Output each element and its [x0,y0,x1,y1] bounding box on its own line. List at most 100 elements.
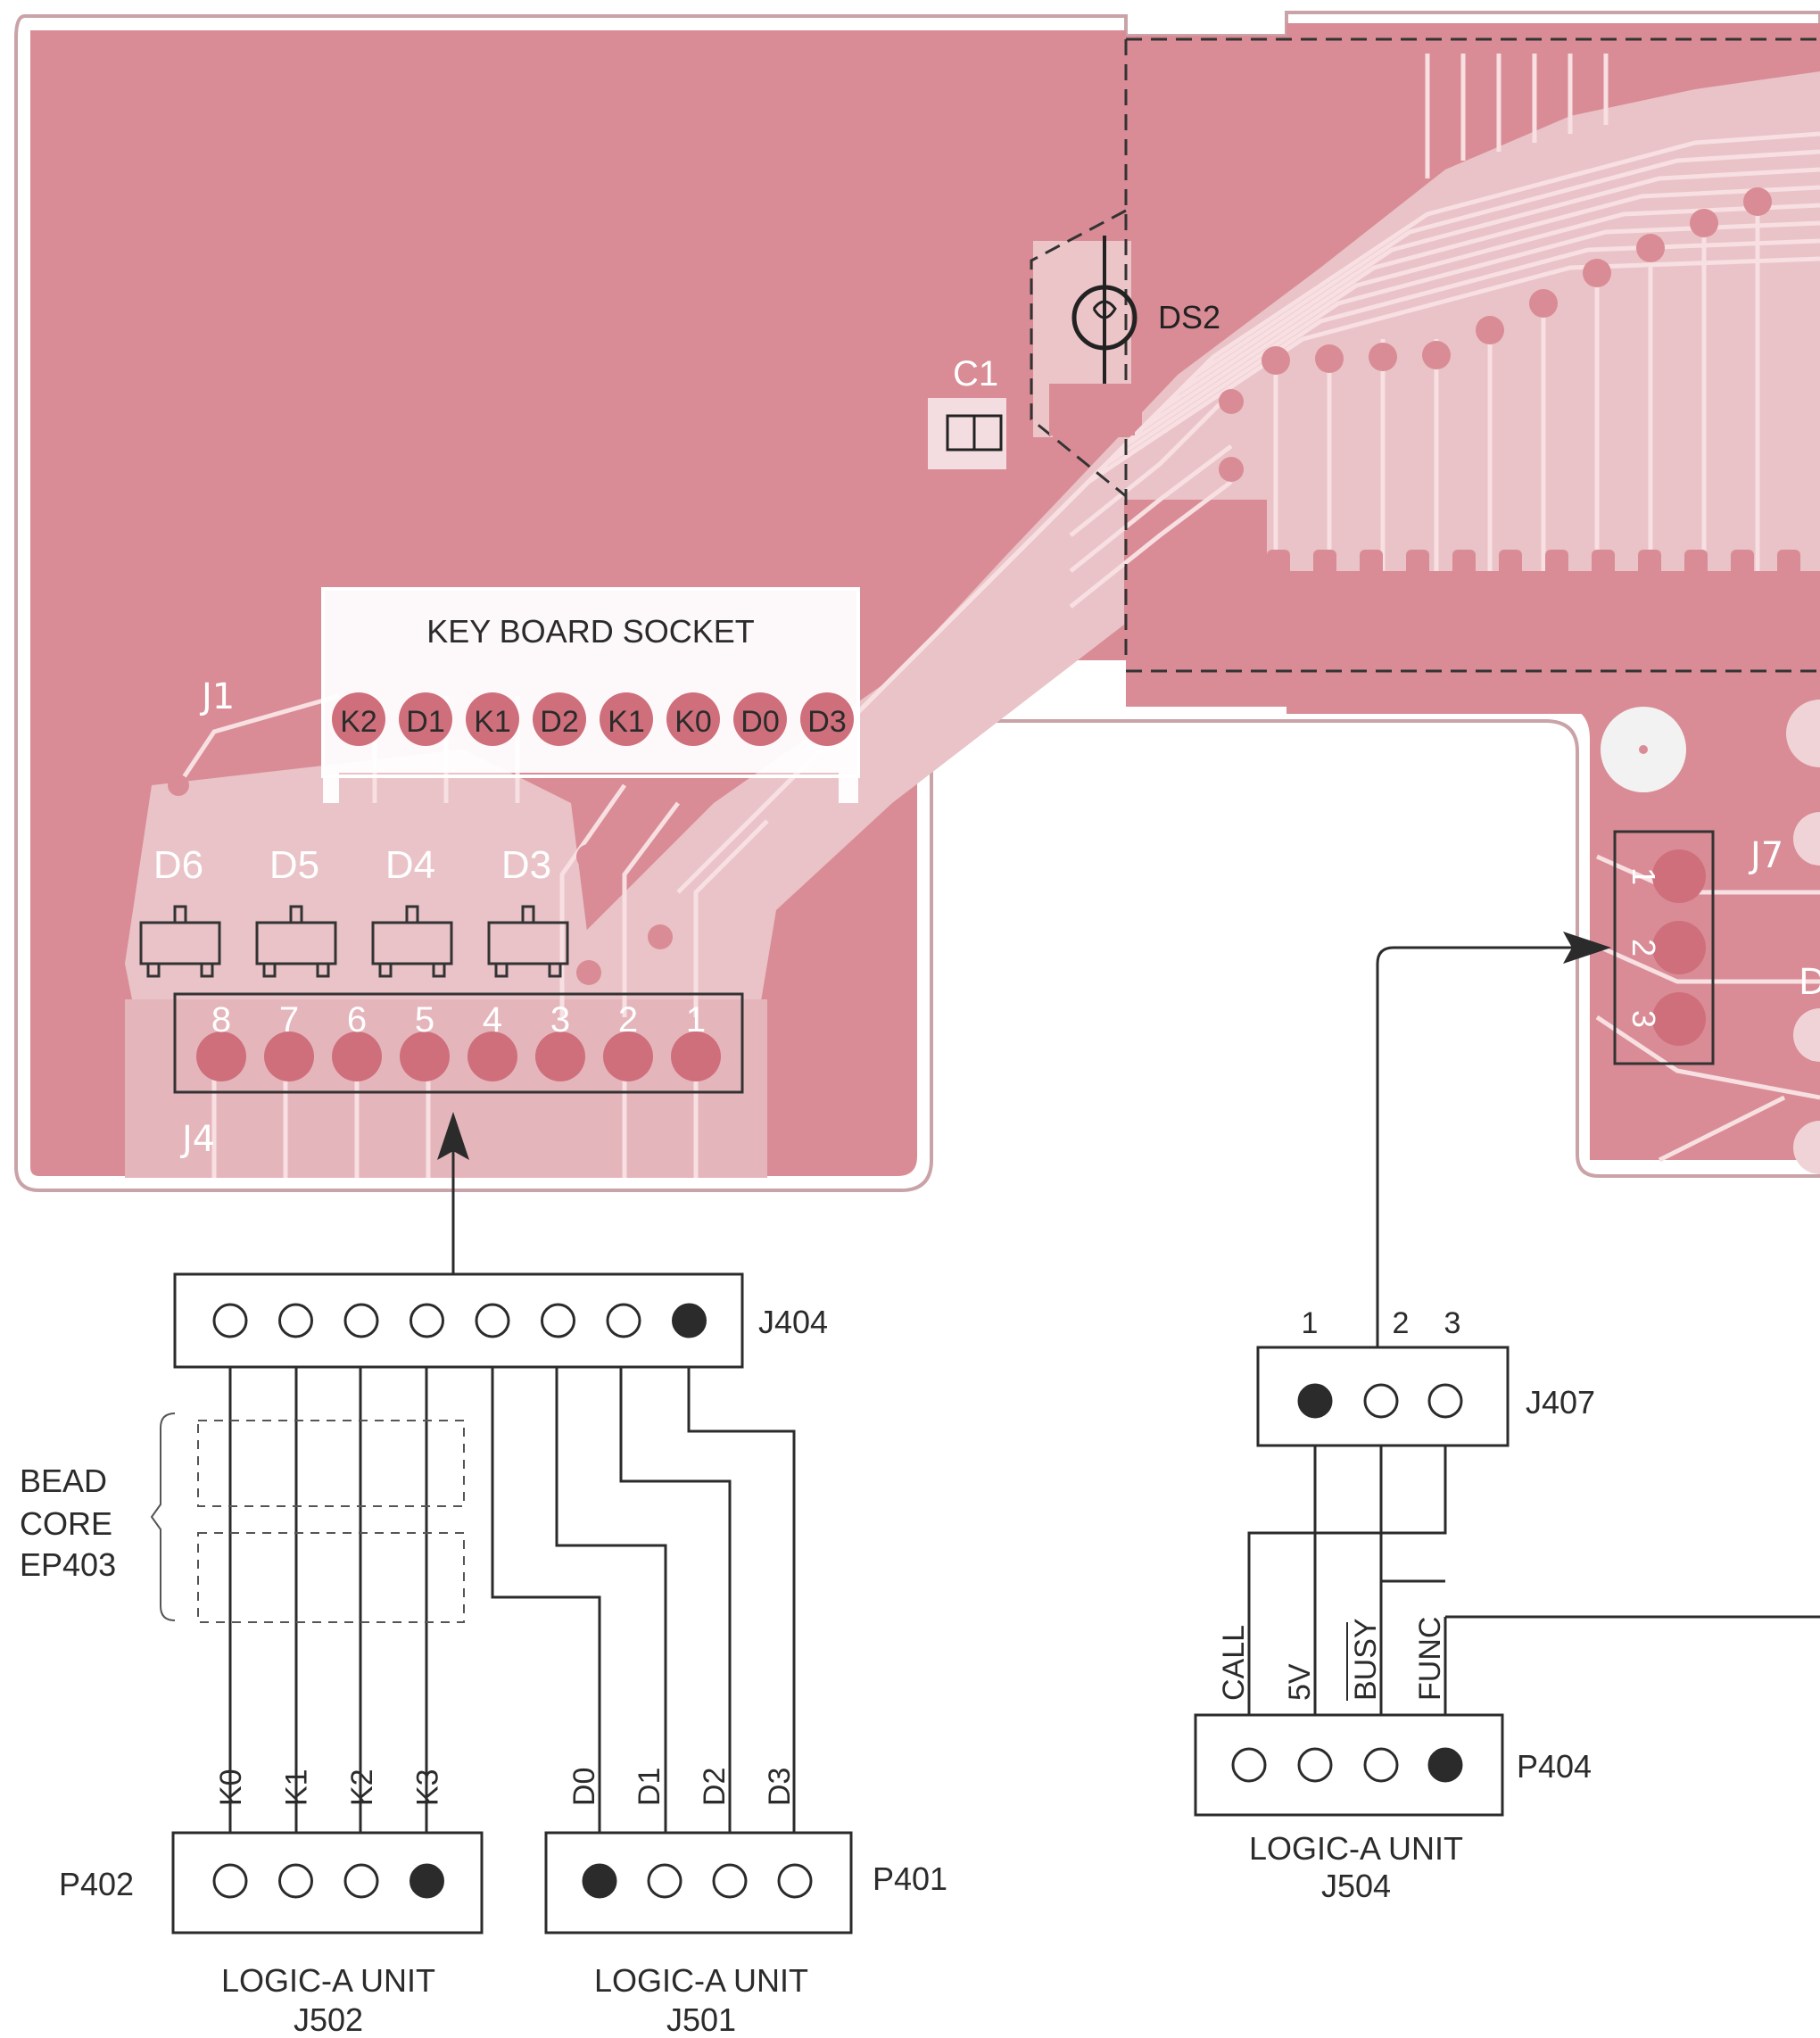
diode-label: D6 [153,843,203,887]
p401-pin [647,1863,682,1899]
j4-label: J4 [179,1119,215,1160]
j1-pin-label: K2 [340,705,377,739]
j1-pin-label: D0 [740,705,779,739]
j1-pin-pad [666,692,720,746]
j1-pin-pad [600,692,653,746]
j4-pin-number: 6 [347,1000,367,1040]
p404-pin [1427,1747,1463,1783]
diode-group: D6 D5 D4 D3 [139,843,569,978]
p402-pin [212,1863,248,1899]
arrow-to-j4 [437,1112,469,1160]
p404-pin-name: FUNC [1413,1617,1447,1701]
p404-pin-name: 5V [1283,1663,1317,1701]
unit-j504-line-2: J504 [1321,1868,1391,1904]
p402-pin-name: K2 [345,1769,379,1806]
c1-capacitor [928,398,1006,469]
j4-pin-number: 8 [211,1000,231,1040]
j1-pin-pad [800,692,854,746]
j7-connector: 123 [1613,830,1715,1065]
c1-label: C1 [953,354,998,394]
edge-letter: D [1799,962,1820,1003]
j4-pin-pad [264,1031,314,1081]
p404-label: P404 [1517,1748,1592,1785]
dashed-outlines [1030,37,1820,673]
p402-pin [343,1863,379,1899]
diode-label: D5 [269,843,319,887]
p401-pin-name: D2 [698,1768,732,1806]
p404-pin [1231,1747,1267,1783]
j7-pin-pad [1652,992,1706,1046]
j407-pin-number: 2 [1393,1306,1410,1340]
bead-core-line-2: CORE [20,1505,112,1542]
j1-pin-label: K1 [608,705,645,739]
j7-pin-pad [1652,849,1706,903]
p404-pin-name: CALL [1217,1625,1251,1701]
p402-pin-name: K0 [214,1769,248,1806]
j4-pin-pad [535,1031,585,1081]
p404-pin [1297,1747,1333,1783]
j404-pin [606,1303,641,1338]
j4-pin-pad [671,1031,721,1081]
j407-connector [1256,1346,1510,1447]
unit-j504-line-1: LOGIC-A UNIT [1249,1830,1463,1867]
j404-connector [173,1272,744,1369]
j1-pin-label: D2 [540,705,578,739]
j1-label: J1 [199,676,235,717]
j7-pin-number: 3 [1626,1010,1662,1028]
j404-pin [475,1303,510,1338]
p401-pin [582,1863,617,1899]
p402-pin-name: K3 [411,1769,445,1806]
p402-label: P402 [59,1866,134,1902]
ds2-label: DS2 [1158,299,1220,336]
j407-pin-number: 1 [1302,1306,1319,1340]
p401-pin-name: D0 [567,1768,601,1806]
p402-pin [278,1863,313,1899]
unit-j502-line-1: LOGIC-A UNIT [221,1962,435,1999]
pcb-traces [176,54,1820,1178]
p404-pin-name: BUSY [1349,1618,1383,1701]
ds2-indicator [1049,236,1138,435]
j404-pin [410,1303,444,1338]
j4-pin-number: 3 [550,1000,570,1040]
j4-pin-number: 7 [279,1000,299,1040]
j1-pin-pad [399,692,452,746]
p402-pin-name: K1 [280,1769,314,1806]
j7-pin-pad [1652,921,1706,974]
p401-pin [777,1863,813,1899]
j7-pin-number: 2 [1626,939,1662,957]
diode-label: D4 [385,843,435,887]
j404-pin [343,1303,379,1338]
diode-label: D3 [501,843,551,887]
unit-j502-line-2: J502 [294,2001,363,2038]
bead-core-line-1: BEAD [20,1462,107,1499]
j1-pin-label: D1 [406,705,444,739]
j404-label: J404 [758,1304,828,1340]
p401-connector [544,1831,853,1934]
j7-label: J7 [1748,835,1783,876]
j1-pin-label: D3 [807,705,846,739]
j1-pin-pad [733,692,787,746]
p402-connector [171,1831,484,1934]
j404-pin [541,1303,575,1338]
j4-pin-pad [467,1031,517,1081]
j1-pin-pad [332,692,385,746]
p404-connector [1194,1713,1504,1817]
j1-pin-label: K1 [474,705,511,739]
bead-core-label: BEAD CORE EP403 [20,1462,116,1583]
p402-pin [410,1863,444,1899]
j4-pin-pad [603,1031,653,1081]
j1-pin-label: K0 [674,705,712,739]
j4-pin-number: 4 [483,1000,502,1040]
p401-pin-name: D3 [763,1768,797,1806]
schematic-wires [228,946,1820,1881]
j407-label: J407 [1526,1384,1595,1421]
j1-pin-pad [466,692,519,746]
bead-core-brace [150,1413,176,1621]
j1-pin-pad [533,692,586,746]
edge-fingers [1267,550,1800,650]
p401-pin [712,1863,748,1899]
